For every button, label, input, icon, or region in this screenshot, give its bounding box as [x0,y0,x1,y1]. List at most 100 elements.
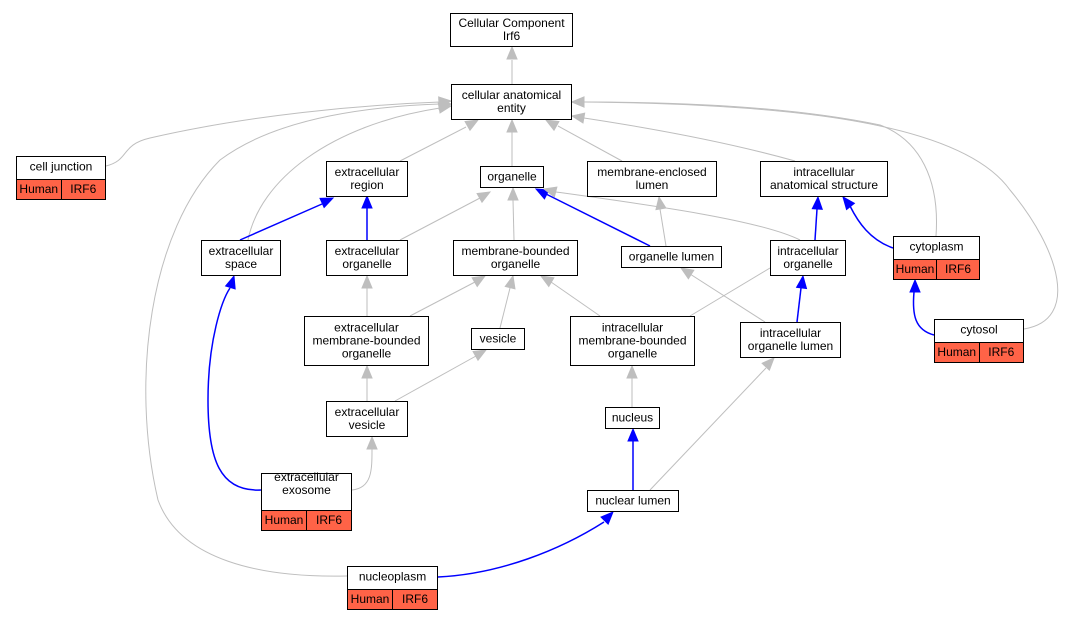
node-label: cytosol [935,322,1023,337]
edge-line [239,203,323,241]
edge-line [409,281,476,317]
node-label: nucleoplasm [348,569,437,584]
node-label-line: nucleoplasm [358,569,427,584]
edge-arrowhead [761,357,775,372]
edge-line [247,107,441,241]
edge-line [649,367,767,491]
node-label-line: membrane-bounded [461,244,570,258]
edge-is-a-cae-to-root [506,45,518,84]
annotation-gene: IRF6 [978,343,1023,362]
edge-arrowhead [627,427,639,442]
edge-is-a-membrane-bounded-organelle-to-organelle [507,186,519,241]
annotation-species: Human [894,260,936,279]
edge-arrowhead [507,186,519,201]
node-label-line: extracellular [274,470,339,484]
edge-part-of-nuclear-lumen-to-nucleus [627,427,639,490]
node-organelle[interactable]: organelle [480,166,544,188]
edge-is-a-nucleus-to-intracellular-mbo [626,364,638,407]
edge-arrowhead [542,186,558,198]
node-nuclear-lumen[interactable]: nuclear lumen [587,490,679,512]
node-label-line: intracellular [601,320,664,335]
node-label-line: extracellular [208,244,274,258]
edge-is-a-cell-junction-to-cae [105,96,453,167]
node-label-line: region [350,178,384,192]
edge-arrowhead [361,364,373,379]
node-label: organelle [481,169,543,184]
node-label: vesicle [472,332,524,346]
edge-is-a-intracellular-organelle-lumen-to-organelle-lumen [679,267,766,323]
edge-arrowhead [471,275,487,288]
edge-is-a-nucleoplasm-to-cae [145,98,453,577]
node-label-line: cytosol [960,322,998,337]
edge-part-of-cytosol-to-cytoplasm [909,278,935,336]
edge-line [557,125,623,162]
annotation-species: Human [262,511,306,530]
node-label-line: nuclear lumen [595,493,671,508]
edge-part-of-cytoplasm-to-intracellular-anatomical-structure [842,195,894,249]
edge-is-a-membrane-enclosed-lumen-to-cae [544,119,623,162]
edge-line [814,208,818,241]
node-label-line: organelle [490,257,541,271]
node-label-line: organelle [342,257,392,271]
edge-arrowhead [361,274,373,289]
node-label-line: cytoplasm [909,239,964,254]
node-label-line: nucleus [611,410,654,425]
edge-is-a-vesicle-to-membrane-bounded-organelle [499,274,516,329]
edge-arrowhead [795,274,808,290]
edge-line [659,208,667,247]
node-label-line: space [224,257,258,271]
node-organelle-lumen[interactable]: organelle lumen [621,246,722,268]
edge-line [437,521,605,578]
node-label-line: organelle [487,169,537,184]
edge-is-a-intracellular-mbo-to-membrane-bounded-organelle [539,275,601,317]
edge-arrowhead [506,118,518,133]
edge-line [545,193,651,247]
node-nucleus[interactable]: nucleus [605,407,660,429]
edge-is-a-extracellular-vesicle-to-extracellular-mbo [361,364,373,401]
edge-arrowhead [366,435,378,450]
annotation-gene: IRF6 [936,260,979,279]
edge-is-a-extracellular-exosome-to-extracellular-vesicle [351,435,378,491]
edge-part-of-extracellular-organelle-to-extracellular-region [361,194,373,240]
edge-line [583,117,796,162]
edge-line [555,191,801,241]
annotation-species: Human [935,343,979,362]
edge-is-a-intracellular-mbo-to-intracellular-organelle [689,267,771,317]
edge-arrowhead [472,349,488,362]
node-label: nucleus [606,410,659,425]
edge-line [912,291,935,336]
edge-arrowhead [842,195,856,211]
node-label-line: organelle [783,257,833,271]
edge-line [399,126,467,162]
edge-is-a-cytosol-to-cae [570,96,1059,330]
node-label-line: extracellular [334,320,399,335]
node-label: nuclear lumen [588,493,678,508]
node-vesicle[interactable]: vesicle [471,328,525,350]
